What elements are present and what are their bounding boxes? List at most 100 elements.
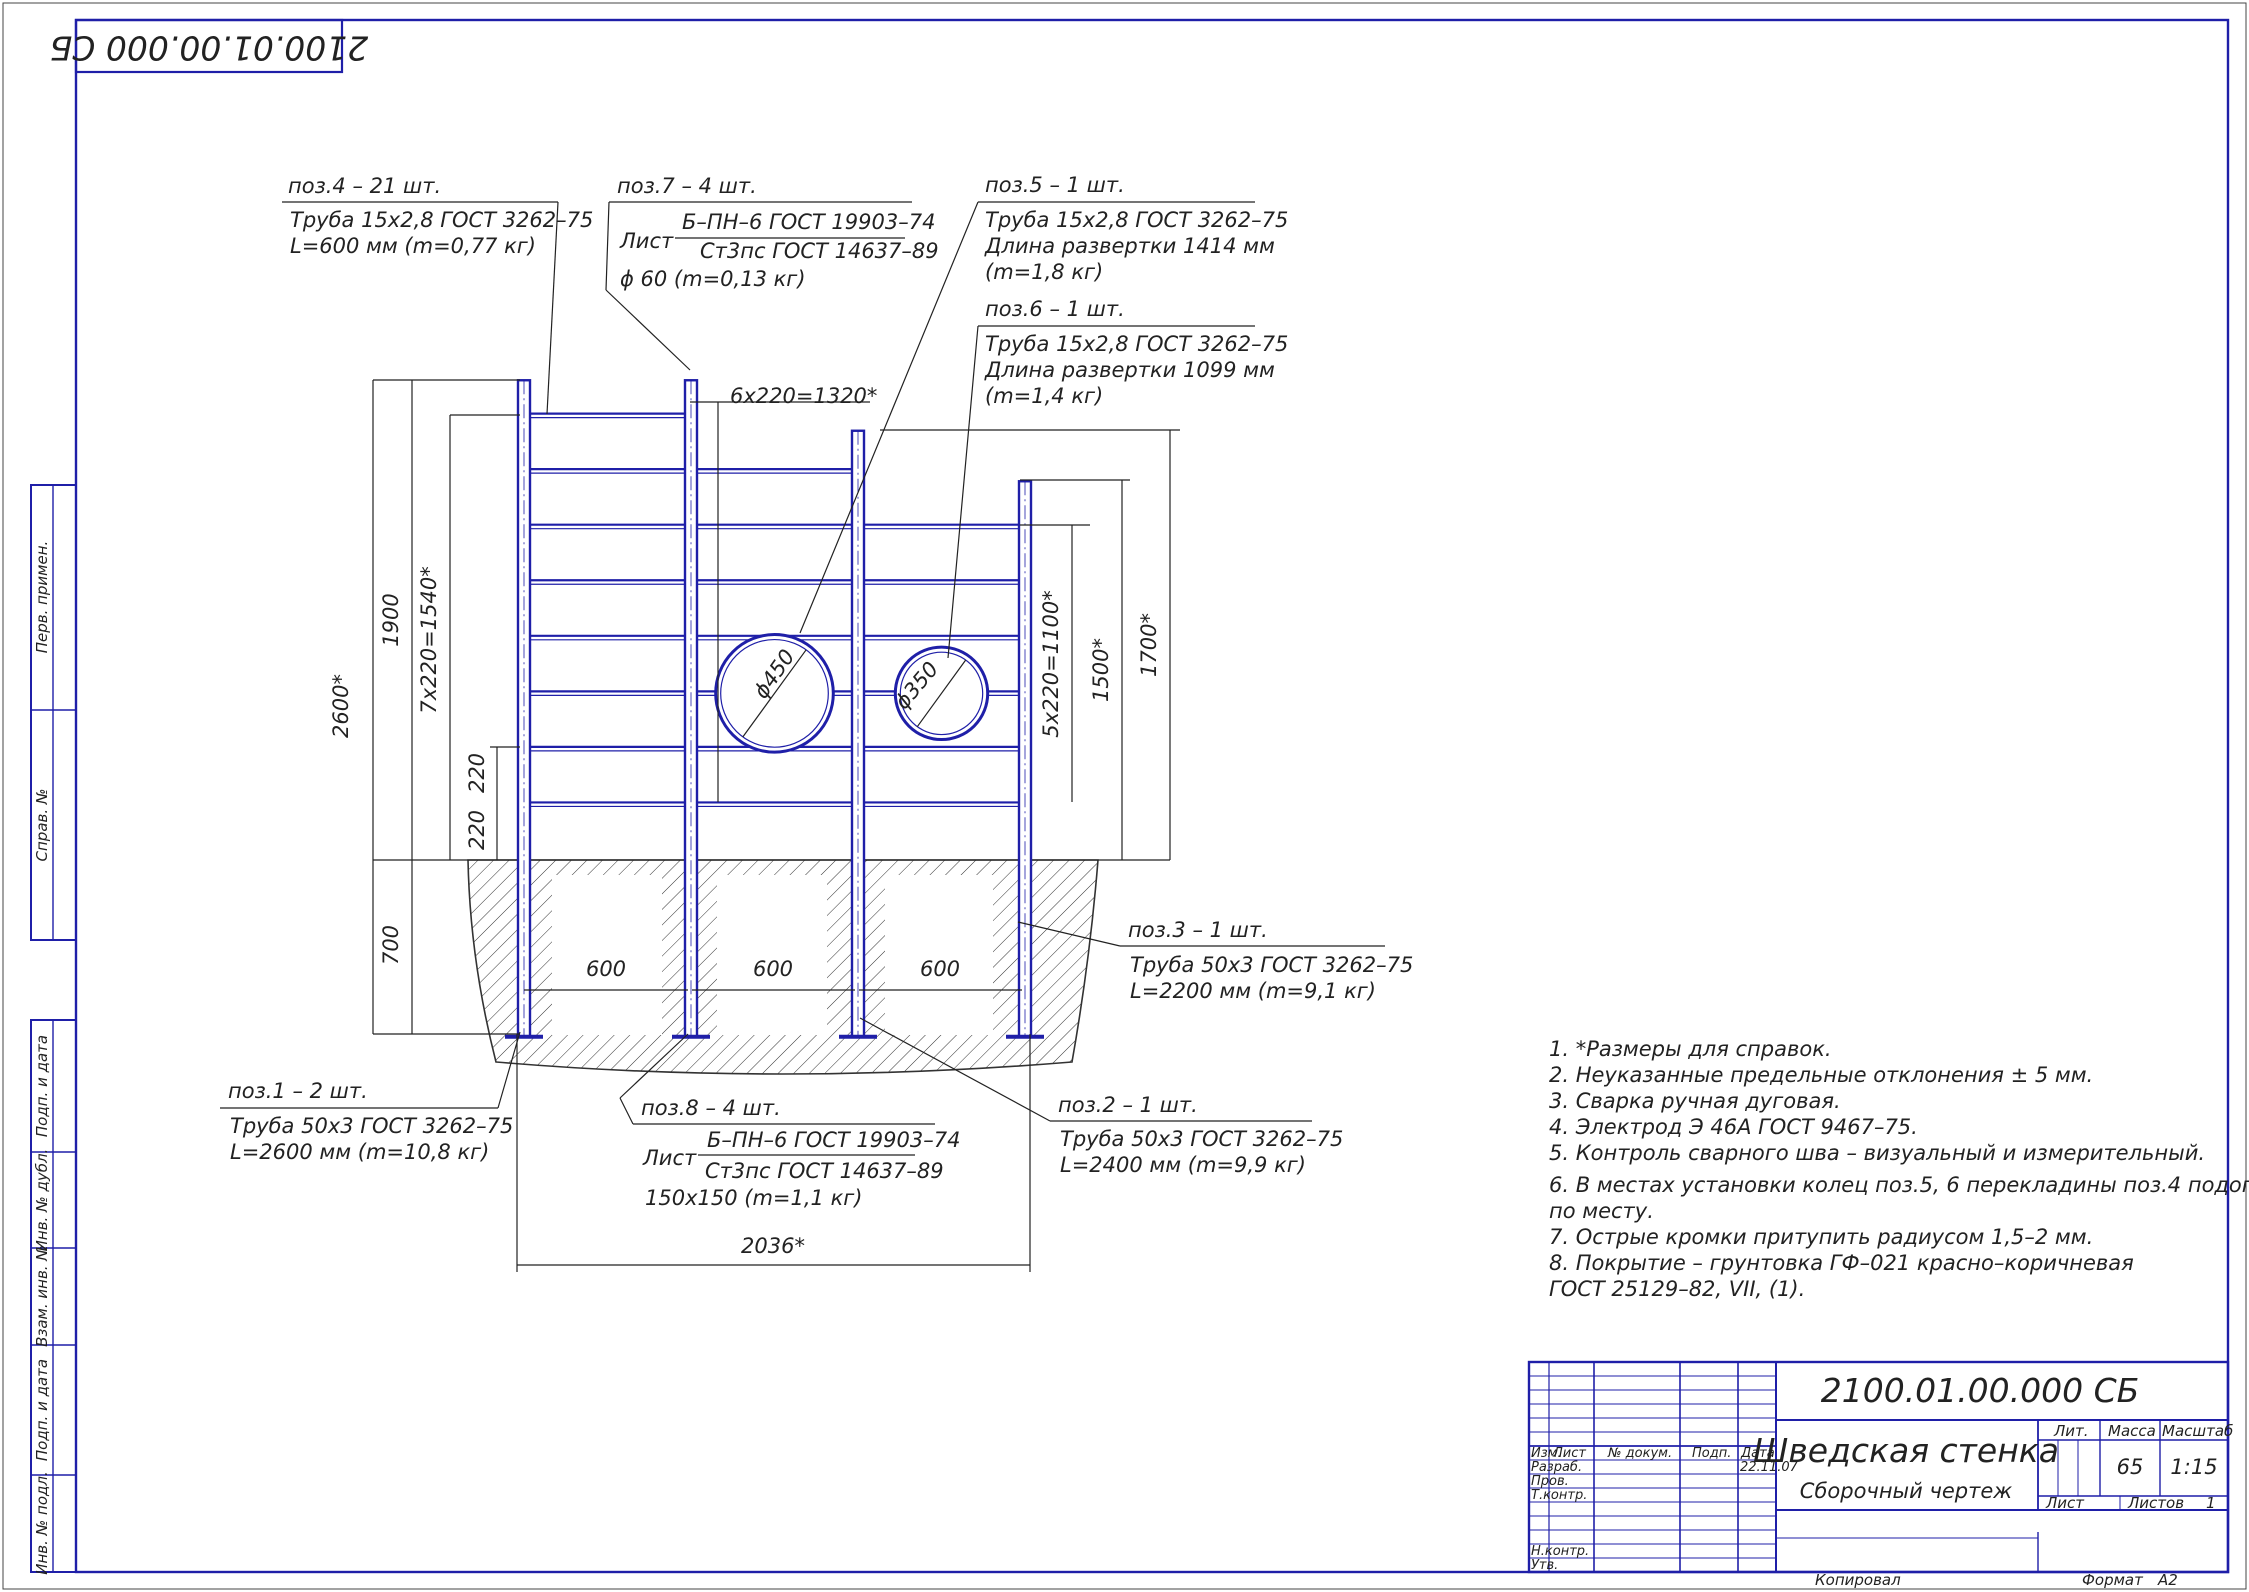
tb-row-tkontr: Т.контр. [1531,1488,1587,1503]
sidebar-label-podp-data-2: Подп. и дата [33,1359,51,1461]
dim-1700: 1700* [1137,613,1161,677]
callout-poz3-line2: L=2200 мм (m=9,1 кг) [1130,979,1376,1003]
callout-poz7: поз.7 – 4 шт. Лист Б–ПН–6 ГОСТ 19903–74 … [605,174,939,371]
note-3: 3. Сварка ручная дуговая. [1549,1089,1841,1113]
callout-poz6-line1: Труба 15х2,8 ГОСТ 3262–75 [985,332,1288,356]
dim-600-a: 600 [586,957,626,981]
sidebar-label-inv-dubl: Инв. № дубл. [33,1149,51,1252]
callout-poz1-line2: L=2600 мм (m=10,8 кг) [230,1140,489,1164]
callout-poz7-line1: Б–ПН–6 ГОСТ 19903–74 [682,210,935,234]
callout-poz6-head: поз.6 – 1 шт. [985,297,1125,321]
tb-format-label: Формат [2082,1571,2144,1589]
callout-poz4-line1: Труба 15х2,8 ГОСТ 3262–75 [290,208,593,232]
callout-poz8-line2: Ст3пс ГОСТ 14637–89 [705,1159,944,1183]
dim-600-b: 600 [753,957,793,981]
dim-600-c: 600 [920,957,960,981]
ring-2-inner [899,651,984,736]
callout-poz3-line1: Труба 50х3 ГОСТ 3262–75 [1130,953,1413,977]
callout-poz5-line1: Труба 15х2,8 ГОСТ 3262–75 [985,208,1288,232]
dim-7x220: 7х220=1540* [417,566,441,713]
tb-col-doc: № докум. [1607,1446,1672,1461]
note-6: 6. В местах установки колец поз.5, 6 пер… [1549,1173,2249,1197]
ring-1-diameter-line [742,649,807,738]
sidebar-label-inv-podl: Инв. № подл. [33,1471,51,1574]
callout-poz4-head: поз.4 – 21 шт. [288,174,441,198]
sidebar-label-sprav-no: Справ. № [33,789,51,862]
ring-1-inner [720,638,829,748]
callout-poz8-prefix: Лист [642,1146,697,1170]
note-2: 2. Неуказанные предельные отклонения ± 5… [1549,1063,2093,1087]
sidebar-label-perv-primen: Перв. примен. [33,541,51,654]
callout-poz7-line3: ϕ 60 (m=0,13 кг) [620,267,806,291]
callout-poz4-line2: L=600 мм (m=0,77 кг) [290,234,536,258]
callout-poz5-line3: (m=1,8 кг) [985,260,1103,284]
callout-poz2: поз.2 – 1 шт. Труба 50х3 ГОСТ 3262–75 L=… [859,1017,1343,1177]
callout-poz2-head: поз.2 – 1 шт. [1058,1093,1198,1117]
callout-poz4: поз.4 – 21 шт. Труба 15х2,8 ГОСТ 3262–75… [282,174,593,415]
tb-sheet-label: Лист [2045,1494,2085,1512]
base-plate-4 [1006,1034,1044,1039]
tb-col-izm: Изм. [1531,1446,1562,1461]
callout-poz1: поз.1 – 2 шт. Труба 50х3 ГОСТ 3262–75 L=… [220,1031,521,1164]
note-1: 1. *Размеры для справок. [1549,1037,1832,1061]
dim-6x220: 6х220=1320* [730,384,877,408]
dim-1500: 1500* [1089,638,1113,702]
tb-row-prov: Пров. [1531,1474,1569,1489]
tb-sheets-label: Листов [2127,1494,2184,1512]
dim-1900: 1900 [379,593,403,646]
top-stamp-box: 2100.01.00.000 СБ [50,18,369,74]
dim-5x220: 5х220=1100* [1039,590,1063,737]
callout-poz3-head: поз.3 – 1 шт. [1128,918,1268,942]
base-plate-3 [839,1034,877,1039]
callout-poz7-head: поз.7 – 4 шт. [617,174,757,198]
callout-poz5-line2: Длина развертки 1414 мм [984,234,1275,258]
note-4: 4. Электрод Э 46А ГОСТ 9467–75. [1549,1115,1918,1139]
callout-poz8-head: поз.8 – 4 шт. [641,1096,781,1120]
ground-section [373,859,1170,1075]
callout-poz5: поз.5 – 1 шт. Труба 15х2,8 ГОСТ 3262–75 … [799,173,1288,634]
left-sidebar: Перв. примен. Справ. № Подп. и дата Инв.… [30,484,77,1575]
note-6-cont: по месту. [1549,1199,1654,1223]
note-5: 5. Контроль сварного шва – визуальный и … [1549,1141,2205,1165]
sidebar-label-podp-data-1: Подп. и дата [33,1035,51,1137]
callout-poz8: поз.8 – 4 шт. Лист Б–ПН–6 ГОСТ 19903–74 … [619,1033,960,1210]
tb-doc-type: Сборочный чертеж [1800,1479,2012,1503]
note-8: 8. Покрытие – грунтовка ГФ–021 красно–ко… [1549,1251,2134,1275]
dim-2036: 2036* [741,1234,805,1258]
wall-bars-structure [505,379,1044,1039]
callout-poz6-line3: (m=1,4 кг) [985,384,1103,408]
ring-2-diameter-line [916,659,967,728]
tb-mass-value: 65 [2117,1455,2144,1479]
note-8-cont: ГОСТ 25129–82, VII, (1). [1549,1277,1805,1301]
sidebar-label-vzam-inv: Взам. инв. № [33,1245,51,1347]
base-plate-1 [505,1034,543,1039]
dim-220-lower: 220 [465,810,489,850]
callout-poz2-line1: Труба 50х3 ГОСТ 3262–75 [1060,1127,1343,1151]
callout-poz7-line2: Ст3пс ГОСТ 14637–89 [700,239,939,263]
note-7: 7. Острые кромки притупить радиусом 1,5–… [1549,1225,2093,1249]
tb-scale-value: 1:15 [2170,1455,2217,1479]
callout-poz1-head: поз.1 – 2 шт. [228,1079,368,1103]
callout-poz5-head: поз.5 – 1 шт. [985,173,1125,197]
callout-poz1-line1: Труба 50х3 ГОСТ 3262–75 [230,1114,513,1138]
callout-poz8-line3: 150х150 (m=1,1 кг) [645,1186,863,1210]
tb-product-name: Шведская стенка [1753,1431,2059,1470]
callout-poz2-line2: L=2400 мм (m=9,9 кг) [1060,1153,1306,1177]
tb-designation: 2100.01.00.000 СБ [1821,1371,2140,1410]
dim-2600: 2600* [329,674,353,738]
tb-lit-label: Лит. [2053,1422,2089,1440]
callout-poz6: поз.6 – 1 шт. Труба 15х2,8 ГОСТ 3262–75 … [947,297,1288,659]
dim-700: 700 [379,925,403,965]
tb-format-value: А2 [2157,1571,2178,1589]
title-block: Изм. Лист № докум. Подп. Дата 22.11.07 Р… [1527,1360,2233,1589]
top-stamp-text: 2100.01.00.000 СБ [50,29,369,68]
tb-row-nkontr: Н.контр. [1531,1544,1589,1559]
tb-col-list: Лист [1552,1446,1586,1461]
dim-220-upper: 220 [465,753,489,793]
technical-notes: 1. *Размеры для справок. 2. Неуказанные … [1549,1037,2249,1301]
dimensions: 2600* 1900 700 7х220=1540* 220 220 6х220… [329,379,1180,1272]
callout-poz8-line1: Б–ПН–6 ГОСТ 19903–74 [707,1128,960,1152]
base-plate-2 [672,1034,710,1039]
tb-mass-label: Масса [2108,1422,2156,1440]
